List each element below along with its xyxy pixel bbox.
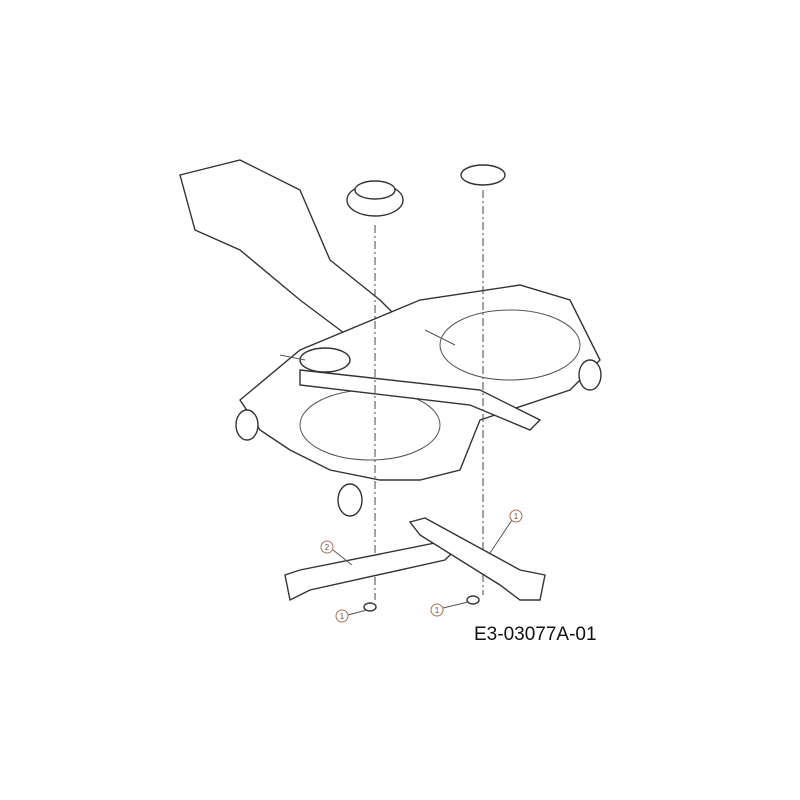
callout: 1 xyxy=(335,609,368,623)
wheel xyxy=(235,409,259,441)
svg-text:2: 2 xyxy=(325,543,330,552)
washer xyxy=(363,602,377,612)
svg-text:1: 1 xyxy=(514,512,519,521)
left-blade xyxy=(284,541,457,602)
belt xyxy=(299,369,542,431)
washer xyxy=(466,595,480,605)
spring xyxy=(424,329,456,346)
mower-deck xyxy=(239,284,601,481)
wheel xyxy=(337,483,363,517)
callout: 1 xyxy=(489,509,523,554)
callout: 2 xyxy=(320,540,353,566)
wheel xyxy=(578,359,602,391)
spindle-housing xyxy=(460,164,506,186)
callout: 1 xyxy=(430,601,469,617)
right-blade xyxy=(408,517,546,601)
pulley-top xyxy=(354,180,396,200)
reference-code: E3-03077A-01 xyxy=(474,624,597,645)
svg-text:1: 1 xyxy=(435,606,440,615)
right-blade-housing xyxy=(439,309,581,381)
spring xyxy=(279,354,306,361)
svg-text:1: 1 xyxy=(340,612,345,621)
idler-pulley xyxy=(299,347,351,373)
